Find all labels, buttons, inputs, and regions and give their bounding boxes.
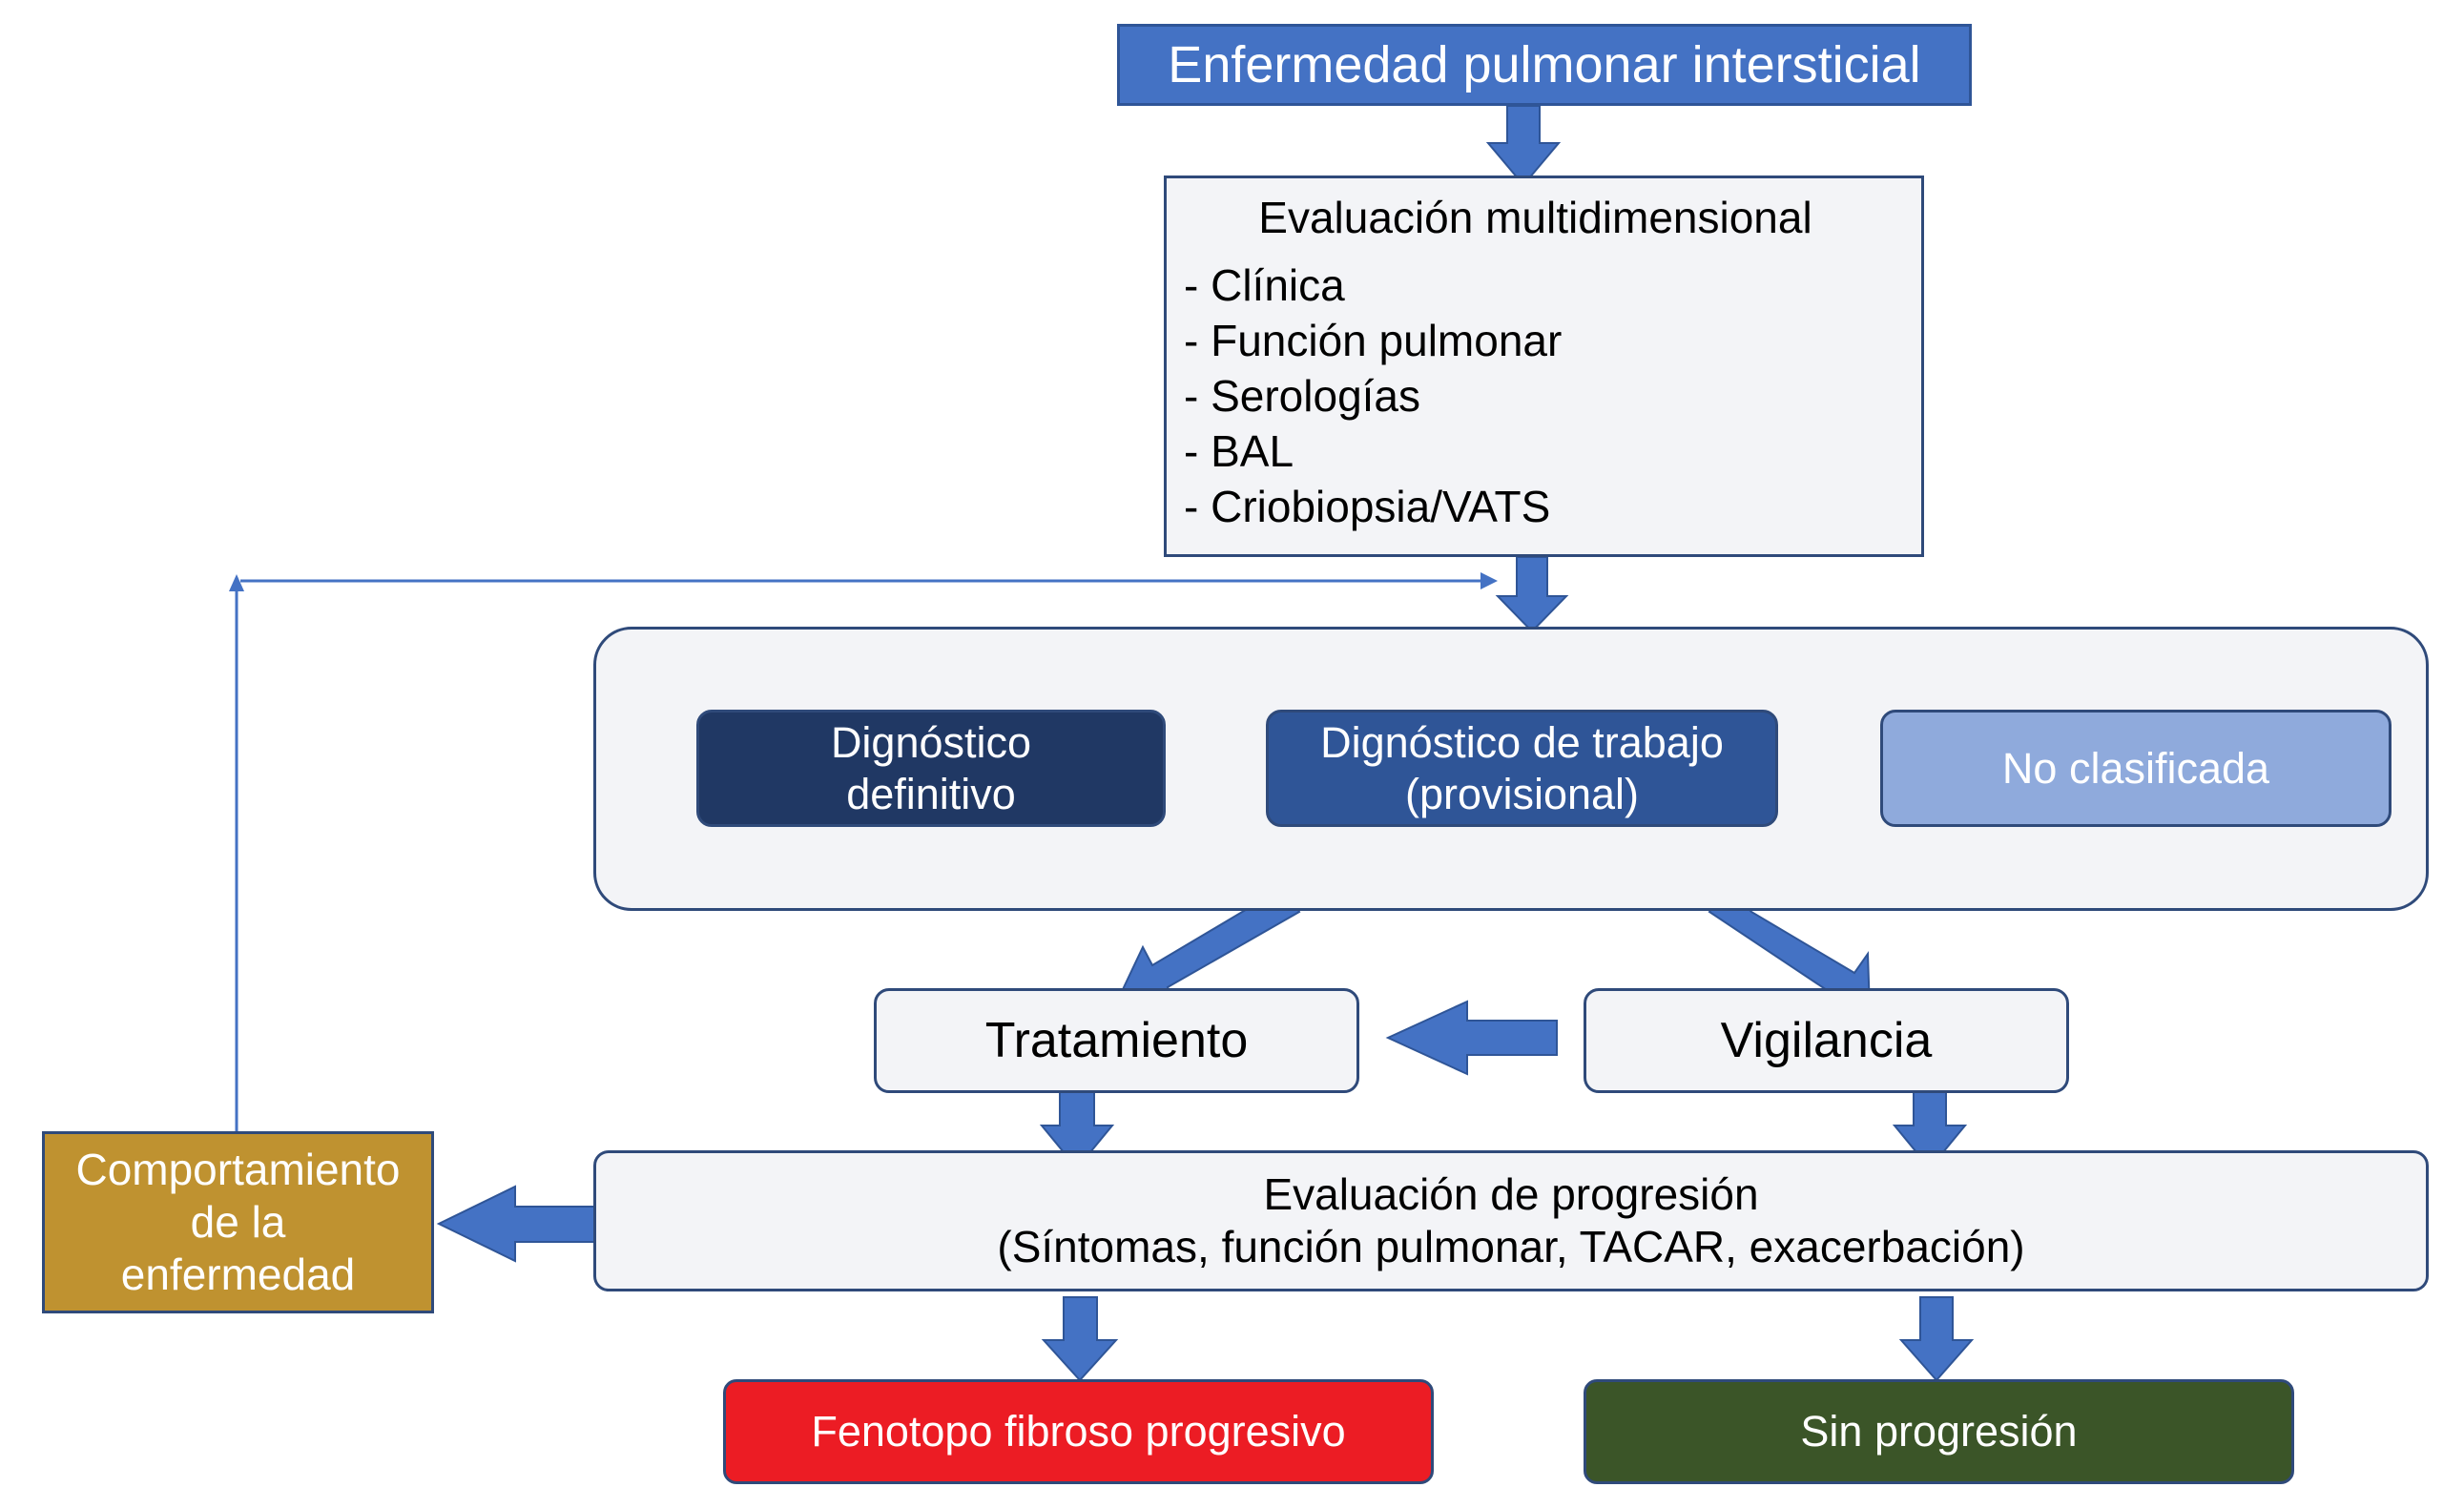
evaluation-item: - Función pulmonar [1184, 316, 1563, 366]
provisional-line-1: Dignóstico de trabajo [1320, 717, 1724, 767]
multidimensional-evaluation-box: Evaluación multidimensional - Clínica - … [1164, 176, 1924, 557]
provisional-diagnosis-box: Dignóstico de trabajo (provisional) [1266, 710, 1778, 827]
unclassified-box: No clasificada [1880, 710, 2392, 827]
progressive-text: Fenotopo fibroso progresivo [811, 1407, 1346, 1456]
arrow-down-title-to-eval [1485, 105, 1562, 187]
behavior-line-3: enfermedad [120, 1250, 356, 1300]
provisional-line-2: (provisional) [1404, 769, 1640, 818]
surveillance-text: Vigilancia [1720, 1012, 1933, 1068]
no-progression-box: Sin progresión [1584, 1379, 2294, 1484]
evaluation-item: - BAL [1184, 426, 1294, 477]
arrow-surveillance-to-treatment [1385, 1000, 1558, 1076]
arrow-progression-to-progressive [1041, 1296, 1119, 1382]
evaluation-item: - Clínica [1184, 260, 1345, 311]
treatment-box: Tratamiento [874, 988, 1359, 1093]
definitive-line-2: definitivo [846, 769, 1016, 818]
unclassified-text: No clasificada [2001, 743, 2270, 793]
arrow-progression-to-behavior [436, 1185, 604, 1263]
evaluation-title: Evaluación multidimensional [1258, 193, 1812, 242]
behavior-line-1: Comportamiento [75, 1144, 401, 1194]
progression-title: Evaluación de progresión [1263, 1168, 1759, 1219]
evaluation-item: - Criobiopsia/VATS [1184, 482, 1551, 532]
arrow-surveillance-to-progression [1892, 1091, 1968, 1170]
feedback-arrowhead-right [1480, 572, 1498, 589]
definitive-diagnosis-box: Dignóstico definitivo [696, 710, 1166, 827]
definitive-line-1: Dignóstico [830, 717, 1032, 767]
feedback-arrowhead-up [229, 574, 244, 591]
title-text: Enfermedad pulmonar intersticial [1168, 35, 1921, 93]
title-box: Enfermedad pulmonar intersticial [1117, 24, 1972, 106]
behavior-line-2: de la [190, 1196, 286, 1247]
arrow-down-eval-to-diagnosis [1495, 556, 1569, 633]
progression-evaluation-box: Evaluación de progresión (Síntomas, func… [593, 1150, 2429, 1291]
arrow-treatment-to-progression [1039, 1091, 1115, 1170]
evaluation-item: - Serologías [1184, 371, 1421, 422]
treatment-text: Tratamiento [984, 1012, 1249, 1068]
no-progression-text: Sin progresión [1800, 1407, 2078, 1456]
disease-behavior-box: Comportamiento de la enfermedad [42, 1131, 434, 1313]
surveillance-box: Vigilancia [1584, 988, 2069, 1093]
arrow-progression-to-no-progression [1898, 1296, 1975, 1382]
progressive-fibrosing-box: Fenotopo fibroso progresivo [723, 1379, 1434, 1484]
progression-subtitle: (Síntomas, función pulmonar, TACAR, exac… [997, 1222, 2025, 1271]
